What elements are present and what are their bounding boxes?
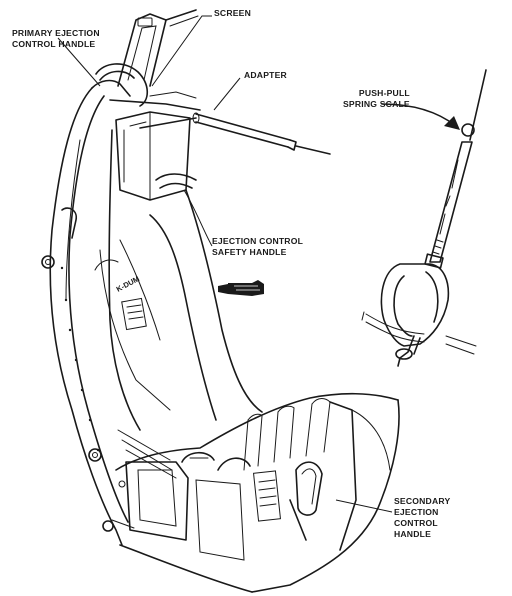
label-adapter: ADAPTER: [244, 70, 287, 80]
ejection-seat: [41, 9, 400, 593]
label-secondary-ejection-control-handle: SECONDARY EJECTION CONTROL HANDLE: [394, 496, 451, 539]
push-pull-spring-scale: [361, 69, 487, 367]
side-knob: [88, 448, 102, 462]
label-ejection-control-safety-handle: EJECTION CONTROL SAFETY HANDLE: [212, 236, 304, 257]
seat-stencil: K-DUM: [115, 274, 141, 294]
side-knob: [102, 520, 114, 532]
label-push-pull-spring-scale: PUSH-PULL SPRING SCALE: [343, 88, 410, 109]
side-knob: [41, 255, 55, 269]
pointing-hand-icon: [218, 280, 264, 296]
arrowhead: [444, 116, 460, 130]
label-primary-ejection-control-handle: PRIMARY EJECTION CONTROL HANDLE: [12, 28, 100, 49]
rail-rivets: [60, 266, 100, 452]
leader-lines: [57, 15, 393, 513]
label-screen: SCREEN: [214, 8, 252, 18]
